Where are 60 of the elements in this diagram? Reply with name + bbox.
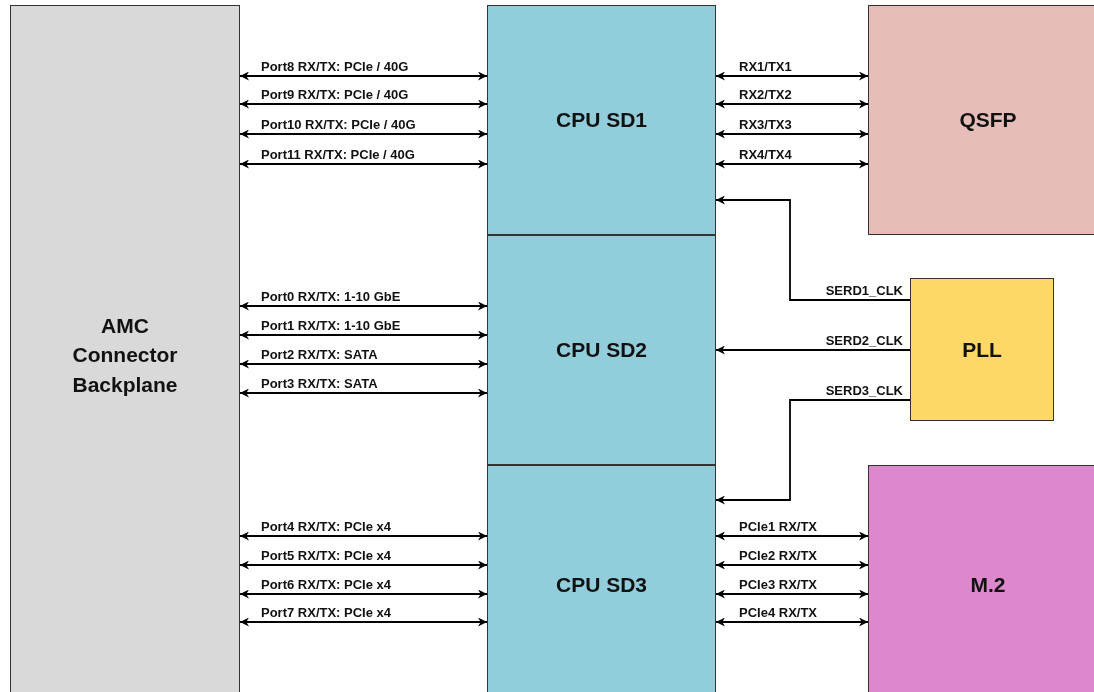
- edge-label: RX2/TX2: [738, 87, 793, 102]
- double-arrow: [715, 531, 869, 541]
- pll-block: [910, 278, 1054, 421]
- edge-label: Port3 RX/TX: SATA: [260, 376, 379, 391]
- double-arrow: [239, 330, 488, 340]
- edge-label: Port11 RX/TX: PCIe / 40G: [260, 147, 416, 162]
- edge-label: Port1 RX/TX: 1-10 GbE: [260, 318, 402, 333]
- block-label: M.2: [970, 572, 1006, 599]
- double-arrow: [715, 159, 869, 169]
- arrow: [715, 345, 911, 355]
- edge-label: RX1/TX1: [738, 59, 793, 74]
- cpu-block: [487, 5, 716, 235]
- double-arrow: [239, 589, 488, 599]
- double-arrow: [239, 359, 488, 369]
- edge-label: PCIe2 RX/TX: [738, 548, 819, 563]
- block-label: PLL: [962, 336, 1002, 363]
- edge-label: PCIe3 RX/TX: [738, 577, 819, 592]
- block-label: CPU SD2: [556, 337, 647, 364]
- double-arrow: [715, 71, 869, 81]
- edge-label: SERD1_CLK: [824, 283, 904, 298]
- double-arrow: [715, 560, 869, 570]
- cpu-block: [868, 5, 1094, 235]
- double-arrow: [715, 129, 869, 139]
- edge-label: PCIe1 RX/TX: [738, 519, 819, 534]
- block-label: QSFP: [959, 107, 1017, 134]
- edge-label: Port7 RX/TX: PCIe x4: [260, 605, 393, 620]
- edge-label: Port6 RX/TX: PCIe x4: [260, 577, 393, 592]
- edge-label: Port10 RX/TX: PCIe / 40G: [260, 117, 417, 132]
- double-arrow: [239, 560, 488, 570]
- double-arrow: [239, 99, 488, 109]
- double-arrow: [715, 589, 869, 599]
- cpu-block: [868, 465, 1094, 692]
- edge-label: Port5 RX/TX: PCIe x4: [260, 548, 393, 563]
- block-label: AMC Connector Backplane: [71, 312, 179, 398]
- edge-label: Port8 RX/TX: PCIe / 40G: [260, 59, 410, 74]
- double-arrow: [239, 159, 488, 169]
- edge-label: Port2 RX/TX: SATA: [260, 347, 379, 362]
- cpu-block: [487, 235, 716, 465]
- arrow: [715, 399, 911, 505]
- double-arrow: [715, 99, 869, 109]
- edge-label: Port0 RX/TX: 1-10 GbE: [260, 289, 402, 304]
- block-label: CPU SD1: [556, 107, 647, 134]
- edge-label: SERD3_CLK: [824, 383, 904, 398]
- edge-label: RX3/TX3: [738, 117, 793, 132]
- arrow: [715, 195, 911, 301]
- edge-label: RX4/TX4: [738, 147, 793, 162]
- double-arrow: [239, 617, 488, 627]
- edge-label: Port4 RX/TX: PCIe x4: [260, 519, 393, 534]
- double-arrow: [239, 129, 488, 139]
- double-arrow: [239, 301, 488, 311]
- double-arrow: [239, 531, 488, 541]
- edge-label: SERD2_CLK: [824, 333, 904, 348]
- edge-label: PCIe4 RX/TX: [738, 605, 819, 620]
- double-arrow: [715, 617, 869, 627]
- double-arrow: [239, 71, 488, 81]
- double-arrow: [239, 388, 488, 398]
- edge-label: Port9 RX/TX: PCIe / 40G: [260, 87, 410, 102]
- cpu-block: [487, 465, 716, 692]
- connector-block: [10, 5, 240, 692]
- block-label: CPU SD3: [556, 572, 647, 599]
